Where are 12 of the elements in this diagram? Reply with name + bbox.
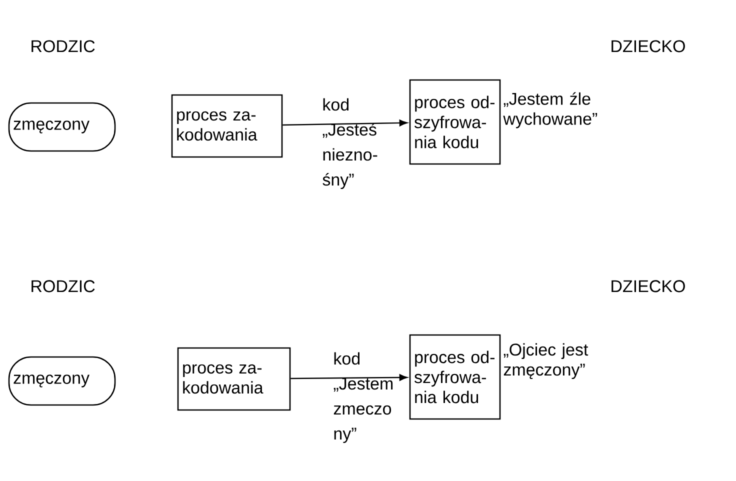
- caption-text: DZIECKO: [612, 280, 685, 292]
- edge-label: kod „Jesteś niezno- śny”: [322, 98, 378, 190]
- caption-text: RODZIC: [32, 40, 95, 52]
- arrow: [282, 120, 408, 126]
- arrow: [290, 374, 408, 381]
- caption-text: DZIECKO: [612, 40, 685, 52]
- process-box: proces za- kodowania: [177, 347, 291, 411]
- process-box: proces od- szyfrowa- nia kodu: [409, 334, 501, 420]
- edge-label: kod „Jestem zmeczo ny”: [334, 352, 393, 444]
- caption-text: RODZIC: [32, 280, 95, 292]
- process-box: proces od- szyfrowa- nia kodu: [409, 79, 501, 165]
- process-box: proces za- kodowania: [171, 94, 283, 158]
